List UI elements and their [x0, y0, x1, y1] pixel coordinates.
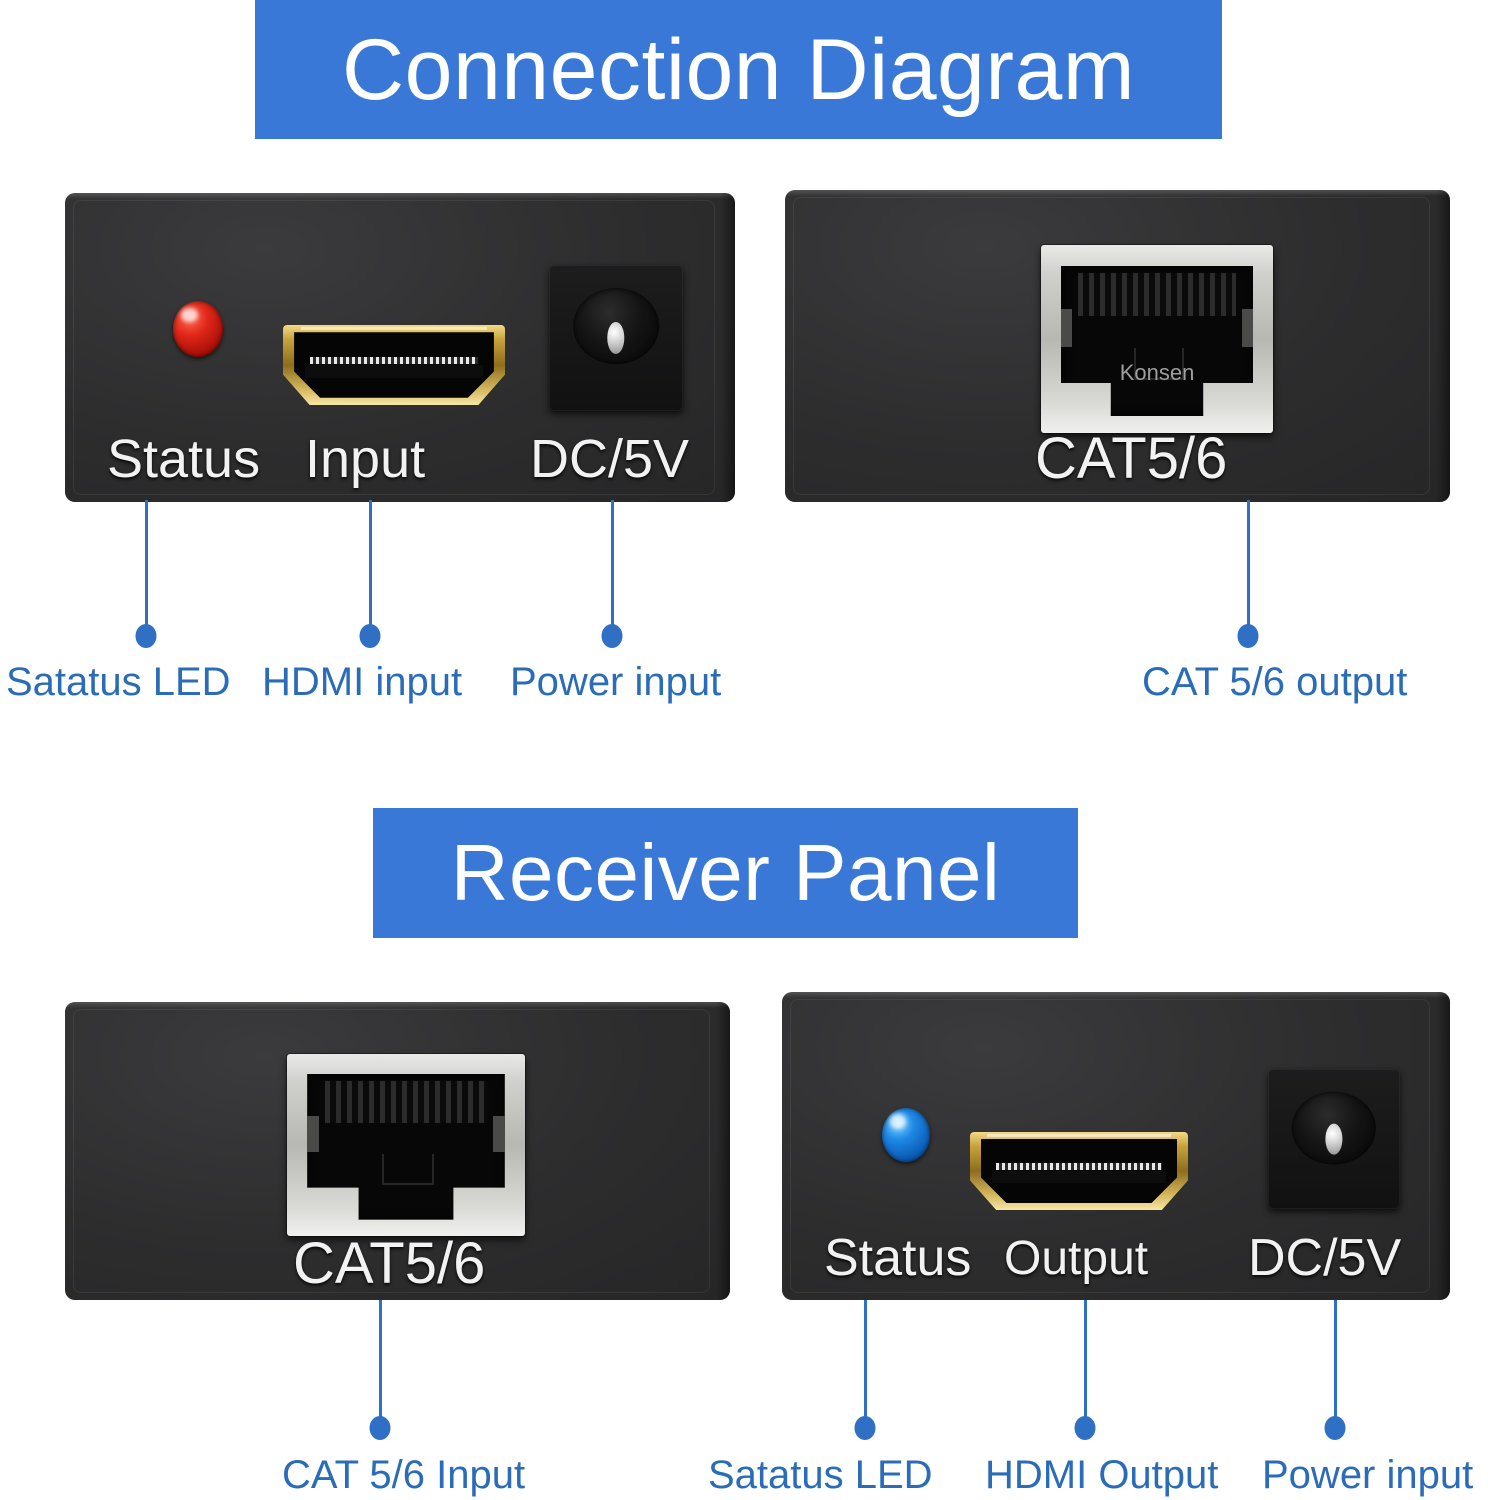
callout-label-power-input-2: Power input — [1262, 1453, 1474, 1497]
receiver-rear-panel: CAT5/6 — [65, 1002, 730, 1300]
rj45-contact-pins — [325, 1081, 487, 1124]
status-led-red-icon — [173, 301, 223, 357]
callout-label-status-led: Satatus LED — [6, 660, 231, 704]
callout-line-hdmi-input — [369, 500, 372, 628]
callout-line-cat-output — [1247, 500, 1250, 628]
hdmi-tongue — [991, 1171, 1167, 1184]
silk-label-cat56-out: CAT5/6 — [1035, 426, 1228, 491]
dc-power-jack — [1268, 1069, 1400, 1209]
silk-label-input: Input — [305, 429, 426, 489]
silk-label-dc5v: DC/5V — [1248, 1229, 1402, 1287]
hdmi-highlight — [300, 326, 488, 330]
callout-dot-status-led-2 — [854, 1416, 876, 1440]
callout-label-hdmi-input: HDMI input — [262, 660, 463, 704]
callout-line-power-input-2 — [1334, 1300, 1337, 1420]
section-title-receiver-panel: Receiver Panel — [450, 828, 1001, 917]
rj45-latch-slot — [382, 1154, 434, 1186]
callout-dot-hdmi-input — [359, 624, 381, 648]
hdmi-highlight — [987, 1133, 1171, 1137]
rj45-contact-pins — [1078, 273, 1236, 317]
callout-line-cat-input — [379, 1300, 382, 1420]
callout-label-hdmi-output: HDMI Output — [985, 1453, 1219, 1497]
dc-power-jack — [549, 265, 683, 411]
callout-dot-cat-output — [1237, 624, 1259, 648]
hdmi-contacts — [309, 357, 479, 365]
rj45-notch-right — [1241, 308, 1254, 347]
hdmi-contacts — [996, 1163, 1162, 1171]
silk-label-status: Status — [107, 429, 261, 489]
callout-dot-power-input-2 — [1324, 1416, 1346, 1440]
transmitter-front-panel: Status Input DC/5V — [65, 193, 735, 502]
section-title-connection-diagram: Connection Diagram — [342, 21, 1135, 118]
silk-label-dc5v: DC/5V — [530, 429, 690, 489]
rj45-notch-right — [492, 1115, 505, 1153]
callout-label-cat-output: CAT 5/6 output — [1142, 660, 1408, 704]
hdmi-cavity — [980, 1139, 1178, 1203]
hdmi-tongue — [305, 365, 483, 378]
callout-dot-hdmi-output — [1074, 1416, 1096, 1440]
hdmi-cavity — [294, 332, 494, 398]
hdmi-output-port — [970, 1132, 1188, 1210]
rj45-brand-text: Konsen — [1119, 359, 1195, 385]
callout-line-power-input — [611, 500, 614, 628]
rj45-input-jack — [287, 1054, 525, 1236]
status-led-blue-icon — [882, 1108, 930, 1162]
rj45-output-jack: Konsen — [1041, 245, 1273, 433]
receiver-front-panel: Status Output DC/5V — [782, 992, 1450, 1300]
silk-label-status: Status — [824, 1229, 972, 1287]
callout-line-status-led — [145, 500, 148, 628]
section-banner-connection-diagram: Connection Diagram — [255, 0, 1222, 139]
silk-label-cat56-in: CAT5/6 — [293, 1231, 486, 1296]
callout-label-cat-input: CAT 5/6 Input — [282, 1453, 526, 1497]
dc-jack-center-pin — [1325, 1123, 1343, 1155]
callout-dot-status-led — [135, 624, 157, 648]
rj45-notch-left — [307, 1115, 320, 1153]
callout-label-status-led-2: Satatus LED — [708, 1453, 933, 1497]
led-glint — [889, 1114, 906, 1129]
callout-line-hdmi-output — [1084, 1300, 1087, 1420]
callout-dot-power-input — [601, 624, 623, 648]
silk-label-output: Output — [1004, 1232, 1149, 1285]
callout-line-status-led-2 — [864, 1300, 867, 1420]
section-banner-receiver-panel: Receiver Panel — [373, 808, 1078, 938]
callout-dot-cat-input — [369, 1416, 391, 1440]
led-glint — [181, 307, 198, 323]
hdmi-input-port — [283, 325, 505, 405]
callout-label-power-input: Power input — [510, 660, 722, 704]
dc-jack-center-pin — [607, 321, 625, 355]
rj45-latch-slot — [1133, 348, 1185, 381]
rj45-notch-left — [1060, 308, 1073, 347]
transmitter-rear-panel: Konsen CAT5/6 — [785, 190, 1450, 502]
